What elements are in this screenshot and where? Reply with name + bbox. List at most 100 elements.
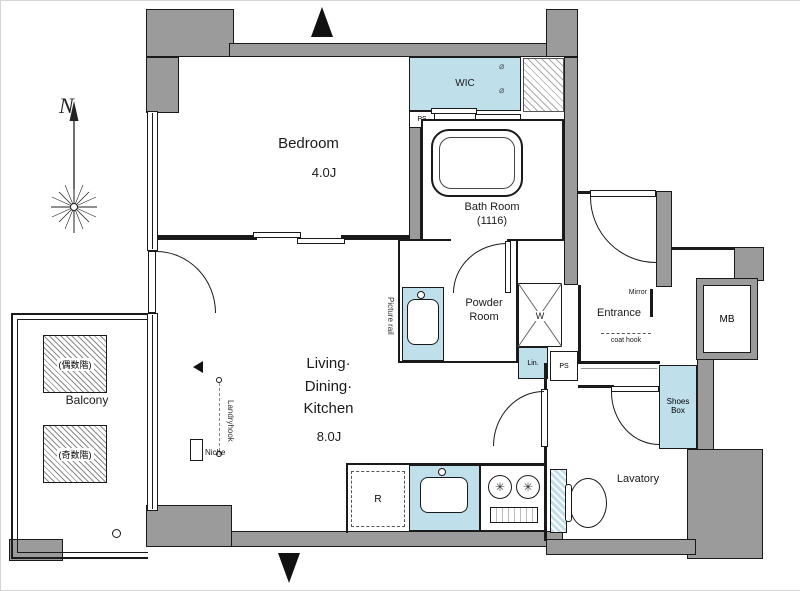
toilet-seat	[565, 484, 572, 522]
window-glass-line	[152, 315, 153, 509]
wall-bottom-right-block	[687, 449, 763, 559]
stove-burner-icon: ✳	[516, 475, 540, 499]
wall-marker-icon	[193, 361, 203, 373]
wall-porch-step	[734, 247, 764, 281]
wall-bottom-left-block	[146, 505, 232, 547]
wall-bottom-main	[229, 531, 563, 547]
laundry-hook-icon	[216, 377, 222, 383]
hanger-pipe-icon: ⌀	[499, 85, 505, 95]
window-glass-line	[152, 113, 153, 249]
hall-door-leaf	[611, 386, 659, 392]
sliding-door-panel	[253, 232, 301, 238]
powder-room-label: Powder Room	[453, 297, 515, 325]
lavatory-wall-upper	[544, 363, 547, 391]
balcony-partition-even: (偶数階)	[43, 335, 107, 393]
hall-wall-stub	[578, 385, 614, 388]
bedroom-label: Bedroom	[278, 135, 339, 152]
bathroom-name: Bath Room	[464, 201, 520, 213]
front-door-leaf	[590, 190, 656, 197]
balcony-door-swing	[156, 251, 216, 313]
niche	[190, 439, 203, 461]
wic-sliding-door	[475, 114, 521, 120]
kitchen-sink-bowl	[420, 477, 468, 513]
ps-lower-label: PS	[559, 362, 569, 370]
balcony-door-leaf	[148, 251, 156, 313]
burner-glyph: ✳	[494, 480, 506, 494]
washer-label: W	[518, 311, 562, 322]
shoes-box-line2: Box	[671, 406, 685, 415]
linen-label: Lin.	[527, 359, 539, 367]
balcony-partition-odd: (奇数階)	[43, 425, 107, 483]
niche-label: Niche	[205, 448, 226, 457]
compass-icon: N	[51, 93, 97, 233]
window-wall-ldk	[147, 313, 158, 511]
kitchen-counter-top	[346, 463, 546, 465]
meter-box: MB	[697, 279, 757, 359]
ldk-line2: Dining·	[304, 377, 353, 395]
wic-sliding-door	[431, 108, 477, 114]
linen-cabinet: Lin.	[518, 347, 548, 379]
balcony-odd-label: (奇数階)	[56, 447, 94, 461]
mirror-strip	[650, 289, 653, 317]
bath-door-leaf	[505, 241, 511, 293]
partition-left	[157, 235, 257, 240]
porch-wall	[672, 247, 734, 250]
compass-arrowhead	[69, 101, 79, 121]
laundry-hook-icon	[216, 451, 222, 457]
powder-sink-bowl	[407, 299, 439, 345]
partition-right	[341, 235, 409, 240]
bedroom-size-label: 4.0J	[311, 165, 337, 180]
balcony-drain-icon	[112, 529, 121, 538]
wic-label: WIC	[455, 77, 475, 89]
powder-faucet-icon	[417, 291, 425, 299]
ldk-size-label: 8.0J	[316, 429, 342, 444]
wall-top-left-block	[146, 9, 234, 57]
coat-hook-line	[601, 333, 651, 334]
wall-right-upper	[564, 57, 578, 285]
laundry-hook-label: Landryhook	[226, 400, 235, 442]
picture-rail-label: Picture rail	[386, 297, 395, 335]
window-wall-bedroom	[147, 111, 158, 251]
kitchen-counter-left	[346, 463, 348, 533]
bath-door-opening	[451, 236, 507, 244]
ldk-line1: Living·	[306, 355, 351, 372]
mirror-label: Mirror	[628, 289, 647, 296]
wall-top-right-block	[546, 9, 578, 57]
pipe-space-lower: PS	[550, 351, 578, 381]
balcony-label: Balcony	[65, 393, 109, 407]
kitchen-faucet-icon	[438, 468, 446, 476]
wall-entrance-right	[656, 191, 672, 287]
section-marker-top-icon	[311, 7, 333, 37]
stove-grill	[490, 507, 538, 523]
wall-balcony-corner	[9, 539, 63, 561]
entrance-label: Entrance	[596, 307, 642, 319]
shoes-box: Shoes Box	[659, 365, 697, 449]
entrance-step-line	[581, 368, 657, 369]
shoes-box-line1: Shoes	[666, 397, 690, 407]
bathroom-label: Bath Room (1116)	[432, 201, 552, 229]
wall-bottom-lavatory	[546, 539, 696, 555]
wall-top	[229, 43, 549, 57]
ldk-label: Living· Dining· Kitchen	[271, 353, 386, 421]
wall-right-mid	[697, 357, 714, 451]
entrance-step-wall	[578, 361, 660, 364]
lavatory-door-swing	[493, 391, 544, 446]
coat-hook-label: coat hook	[610, 337, 642, 344]
washer-letter: W	[533, 311, 547, 321]
balcony-rail-outer	[11, 313, 148, 559]
burner-glyph: ✳	[522, 480, 534, 494]
balcony-rail-inner	[17, 319, 148, 553]
bathtub-inner	[439, 137, 515, 189]
fridge-label: R	[374, 493, 382, 505]
front-wall-stub	[578, 191, 593, 194]
fridge-space: R	[351, 471, 405, 527]
mb-label: MB	[719, 313, 735, 325]
ldk-line3: Kitchen	[303, 400, 354, 417]
stove-burner-icon: ✳	[488, 475, 512, 499]
front-door-swing	[590, 197, 656, 263]
entrance-left-wall	[578, 285, 581, 363]
wic-area: WIC	[409, 57, 521, 111]
laundry-hook-line	[219, 383, 220, 451]
sliding-door-panel	[297, 238, 345, 244]
